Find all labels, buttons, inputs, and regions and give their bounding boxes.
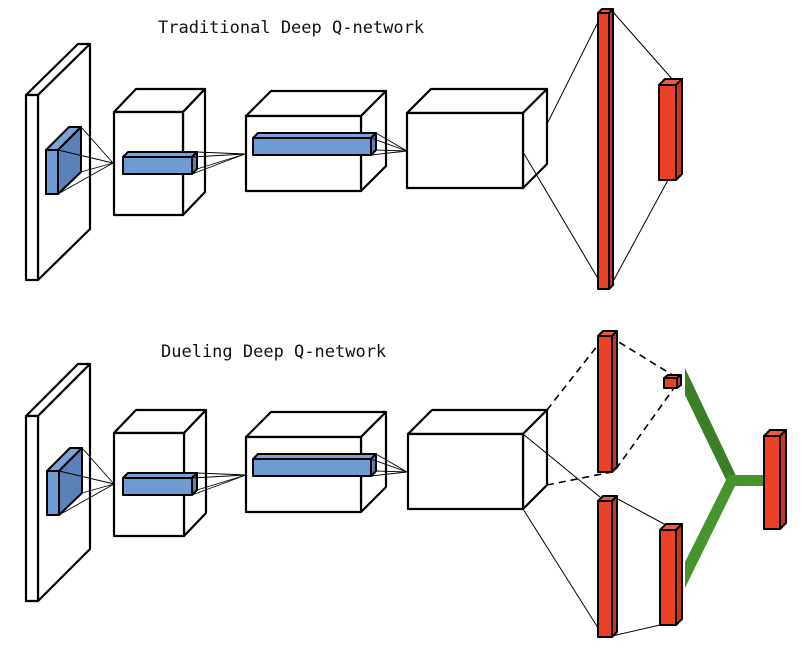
advantage-stream-fc — [597, 495, 618, 638]
kernel-connections-2 — [191, 151, 246, 175]
kernel-connections-3 — [370, 453, 408, 477]
kernel-connections-1 — [57, 126, 114, 195]
kernel-connections-1 — [58, 447, 115, 516]
conv1-kernel — [122, 151, 198, 175]
conv2-kernel — [252, 453, 377, 477]
conv1-kernel — [122, 472, 198, 496]
conv2-kernel — [252, 132, 377, 156]
fully-connected-layer — [597, 8, 614, 290]
traditional-dqn-title: Traditional Deep Q-network — [158, 18, 425, 38]
dueling-dqn-title: Dueling Deep Q-network — [161, 342, 387, 362]
state-value — [663, 374, 682, 389]
kernel-connections-3 — [370, 132, 408, 156]
conv-layer-3 — [405, 87, 549, 190]
advantage-values — [659, 523, 683, 626]
fc-connections — [522, 11, 674, 288]
value-stream-fc — [597, 330, 618, 473]
aggregation-merge — [685, 368, 766, 588]
advantage-stream-connections — [522, 433, 667, 637]
dueling-dqn — [24, 330, 787, 638]
value-stream-connections — [546, 335, 675, 486]
kernel-connections-2 — [191, 472, 247, 496]
conv-layer-3 — [406, 408, 549, 511]
q-values-output — [763, 429, 787, 530]
q-values-output — [658, 78, 683, 181]
traditional-dqn — [24, 8, 683, 290]
